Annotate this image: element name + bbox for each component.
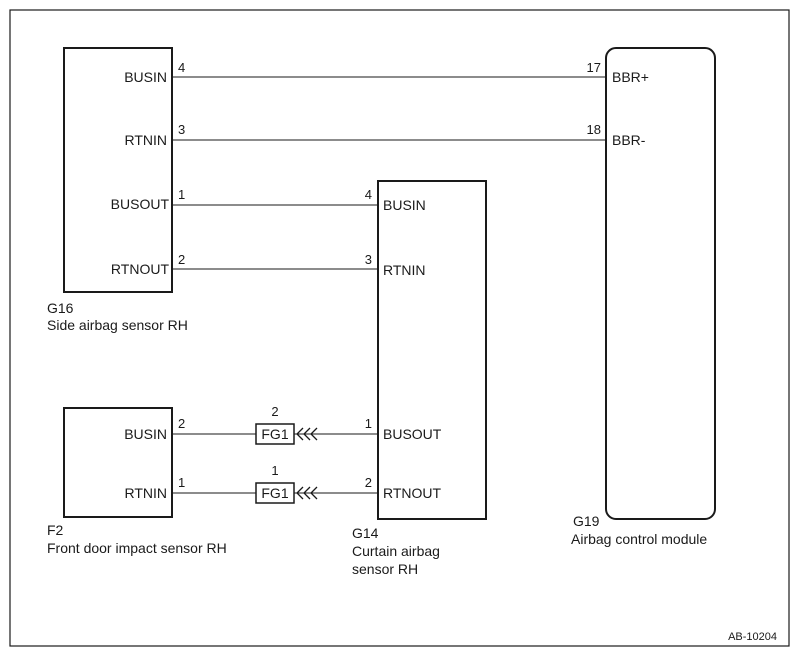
g19-box	[605, 47, 716, 520]
chevron-icon	[296, 486, 304, 500]
wire-num-g19-18: 18	[587, 122, 601, 137]
fg1-lower-connector: FG1	[255, 482, 318, 504]
f2-name: Front door impact sensor RH	[47, 540, 227, 556]
f2-code: F2	[47, 522, 64, 538]
g14-pin-busout: BUSOUT	[383, 426, 442, 442]
diagram-frame	[9, 9, 790, 647]
g16-name: Side airbag sensor RH	[47, 317, 188, 333]
wire-num-g14-4: 4	[365, 187, 372, 202]
wire-num-g14-3: 3	[365, 252, 372, 267]
wire-num-g16-rtnout: 2	[178, 252, 185, 267]
f2-box	[63, 407, 173, 518]
chevron-icon	[310, 486, 318, 500]
g16-pin-rtnout: RTNOUT	[111, 261, 170, 277]
g19-code: G19	[573, 513, 600, 529]
chevron-icon	[310, 427, 318, 441]
wire-num-g16-busin: 4	[178, 60, 185, 75]
wire-num-f2-rtnin: 1	[178, 475, 185, 490]
chevron-icon	[296, 427, 304, 441]
wire-num-g16-rtnin: 3	[178, 122, 185, 137]
g16-pin-busout: BUSOUT	[111, 196, 170, 212]
diagram-id: AB-10204	[728, 631, 777, 643]
fg1-upper-label: FG1	[261, 426, 288, 442]
g14-pin-busin: BUSIN	[383, 197, 426, 213]
chevron-icon	[303, 486, 311, 500]
fg1-upper-connector: FG1	[255, 423, 318, 445]
wire-num-f2-busin: 2	[178, 416, 185, 431]
fg1-upper-pin: 2	[271, 404, 278, 419]
f2-pin-rtnin: RTNIN	[124, 485, 167, 501]
g16-box	[63, 47, 173, 293]
chevron-icon	[303, 427, 311, 441]
wire-num-g19-17: 17	[587, 60, 601, 75]
f2-pin-busin: BUSIN	[124, 426, 167, 442]
g19-name: Airbag control module	[571, 531, 707, 547]
g14-name-line2: sensor RH	[352, 561, 418, 577]
g19-pin-bbr-minus: BBR-	[612, 132, 646, 148]
g19-pin-bbr-plus: BBR+	[612, 69, 649, 85]
g14-pin-rtnout: RTNOUT	[383, 485, 442, 501]
g14-pin-rtnin: RTNIN	[383, 262, 426, 278]
fg1-lower-pin: 1	[271, 463, 278, 478]
g14-box	[377, 180, 487, 520]
wire-num-g14-2: 2	[365, 475, 372, 490]
g14-name-line1: Curtain airbag	[352, 543, 440, 559]
g16-code: G16	[47, 300, 74, 316]
g14-code: G14	[352, 525, 379, 541]
fg1-lower-label: FG1	[261, 485, 288, 501]
g16-pin-rtnin: RTNIN	[124, 132, 167, 148]
wire-num-g14-1: 1	[365, 416, 372, 431]
g16-pin-busin: BUSIN	[124, 69, 167, 85]
wire-num-g16-busout: 1	[178, 187, 185, 202]
